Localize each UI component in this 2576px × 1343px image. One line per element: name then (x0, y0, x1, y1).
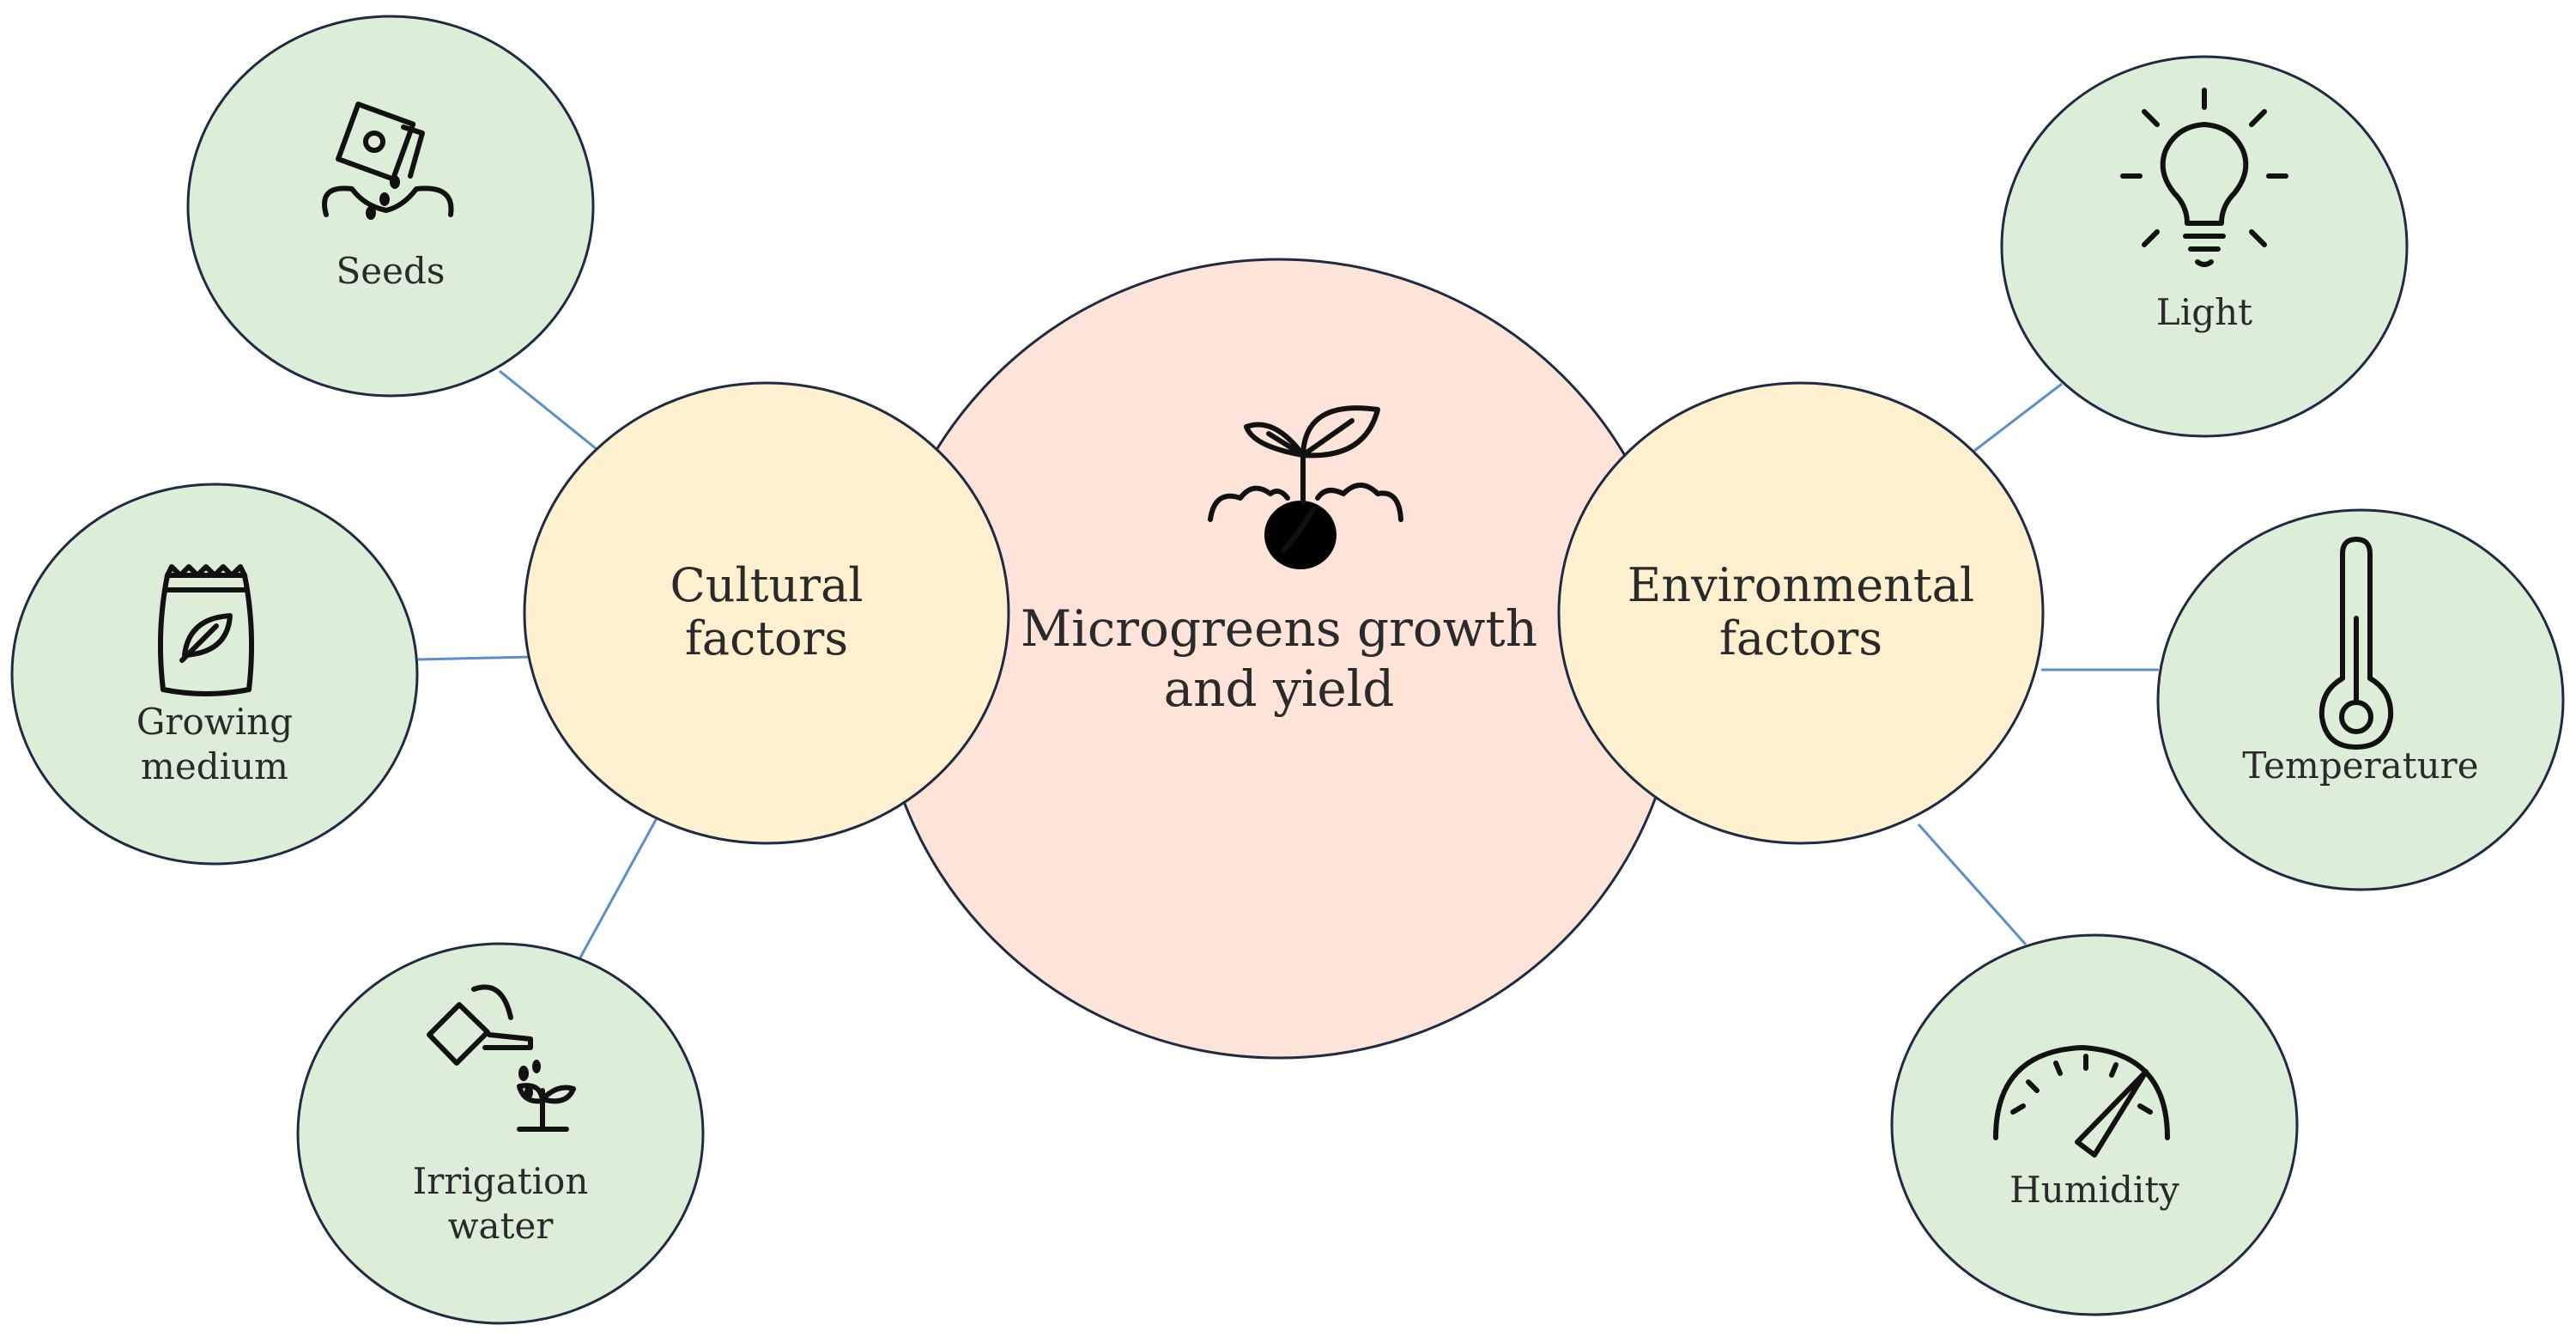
seed-packet-icon (322, 101, 454, 220)
growing-medium-label-line1: Growing (136, 701, 293, 743)
environmental-factors-node: Environmental factors (1557, 381, 2045, 845)
environmental-factors-circle (1557, 381, 2045, 845)
irrigation-water-label-line1: Irrigation (413, 1160, 589, 1202)
irrigation-water-node: Irrigation water (296, 942, 705, 1325)
cultural-factors-label-line2: factors (685, 611, 848, 665)
soil-bag-icon (157, 564, 255, 696)
cultural-factors-node: Cultural factors (523, 381, 1010, 845)
connector-growing-medium (417, 655, 533, 661)
growing-medium-node: Growing medium (10, 483, 419, 866)
seeds-circle (186, 15, 595, 398)
seeds-node: Seeds (186, 15, 595, 398)
connector-irrigation-water (578, 817, 658, 960)
light-label: Light (2156, 291, 2252, 333)
cultural-factors-label-line1: Cultural (670, 558, 863, 612)
temperature-circle (2156, 508, 2565, 891)
cultural-factors-circle (523, 381, 1010, 845)
center-label-line2: and yield (1164, 659, 1395, 718)
thermometer-icon (2318, 537, 2394, 750)
environmental-factors-label-line1: Environmental (1627, 558, 1974, 612)
gauge-icon (1993, 1045, 2170, 1158)
seeds-label: Seeds (336, 250, 445, 292)
light-bulb-icon (2120, 88, 2288, 267)
irrigation-water-label-line2: water (448, 1205, 555, 1247)
growing-medium-circle (10, 483, 419, 866)
humidity-label: Humidity (2009, 1169, 2179, 1211)
light-node: Light (2000, 55, 2409, 438)
watering-can-icon (427, 984, 576, 1132)
center-node: Microgreens growth and yield (876, 258, 1682, 1060)
connectors (417, 369, 2159, 960)
irrigation-water-circle (296, 942, 705, 1325)
environmental-factors-label-line2: factors (1719, 611, 1882, 665)
growing-medium-label-line2: medium (141, 745, 288, 787)
connector-humidity (1917, 823, 2027, 945)
temperature-node: Temperature (2156, 508, 2565, 891)
sprout-icon (1208, 405, 1403, 569)
connector-light (1973, 382, 2063, 453)
temperature-label: Temperature (2242, 744, 2478, 787)
humidity-node: Humidity (1890, 933, 2299, 1316)
connector-seeds (499, 369, 602, 454)
center-label-line1: Microgreens growth (1021, 599, 1537, 658)
